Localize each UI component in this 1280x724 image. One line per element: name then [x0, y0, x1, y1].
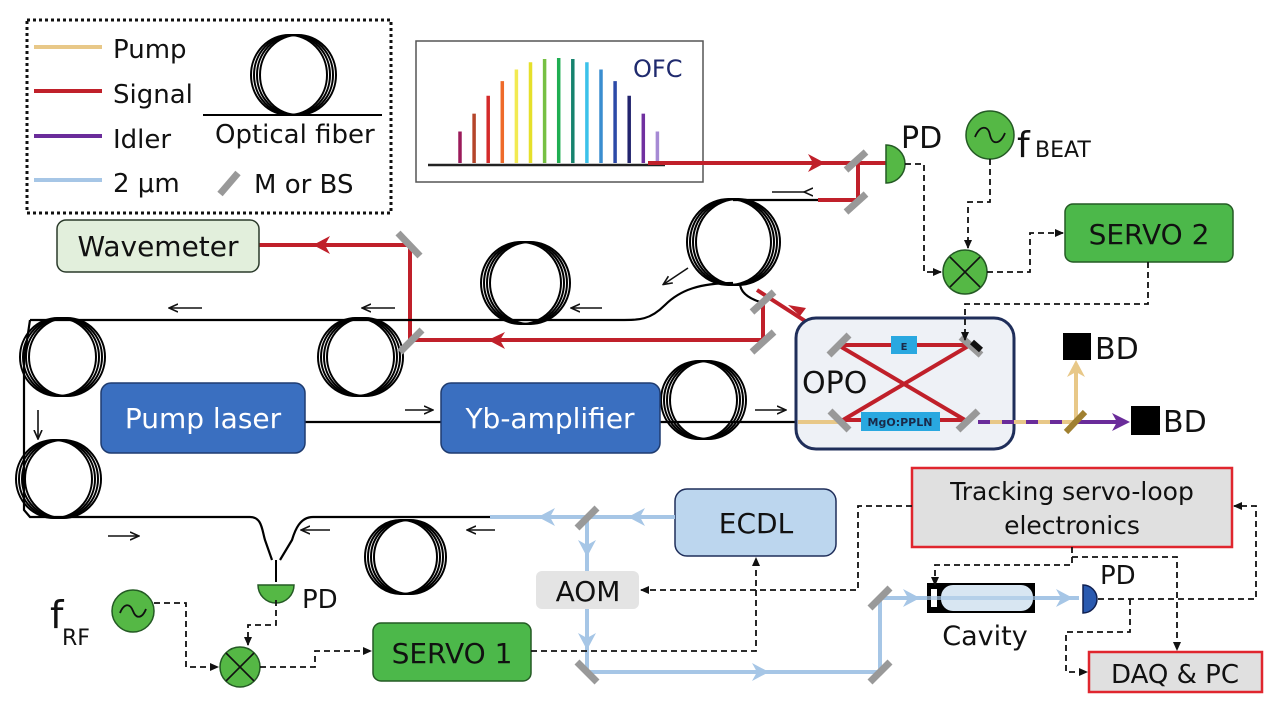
dichroic-mirror: [1063, 409, 1088, 435]
opo-mirror-br: [955, 408, 981, 433]
f-rf-symbol: f: [50, 593, 65, 637]
f-beat-symbol: f: [1017, 125, 1031, 166]
pd-beat-label: PD: [901, 121, 942, 156]
legend-signal-label: Signal: [113, 80, 193, 110]
crystal-block[interactable]: [861, 412, 940, 431]
beam-dump-right-label: BD: [1163, 405, 1207, 440]
servo1-label: SERVO 1: [392, 637, 513, 670]
pd-rf-label: PD: [302, 585, 338, 615]
legend-frame: [25, 18, 393, 215]
servo2-block[interactable]: SERVO 2: [1064, 203, 1234, 263]
beam-dump-right: [1131, 406, 1160, 435]
mirror-wavemeter: [395, 230, 423, 259]
fiber-coil: [660, 360, 747, 440]
cavity-label: Cavity: [942, 621, 1027, 652]
yb-amplifier-block[interactable]: Yb-amplifier: [440, 382, 661, 454]
servo2-label: SERVO 2: [1089, 218, 1210, 251]
piezo-mirror: [970, 339, 983, 353]
f-rf-subscript: RF: [62, 626, 90, 651]
ofc-spectrum-panel: OFC: [415, 40, 704, 183]
opo-label: OPO: [802, 366, 867, 401]
fiber-coil: [15, 439, 102, 519]
mirrors: [395, 149, 869, 355]
opo-output-beams: BD BD: [978, 332, 1207, 440]
ofc-label: OFC: [633, 55, 682, 83]
f-beat-subscript: BEAT: [1035, 138, 1091, 163]
wavemeter-block[interactable]: Wavemeter: [56, 219, 260, 273]
opo-module: E MgO:PPLN OPO: [794, 316, 1016, 451]
tracking-label-line1: Tracking servo-loop: [949, 477, 1194, 506]
mirror-opo-out-2: [749, 329, 777, 355]
fiber-coil: [317, 317, 404, 397]
cavity[interactable]: Cavity: [927, 583, 1035, 652]
legend-pump-label: Pump: [113, 35, 187, 65]
sine-wave-icon: [119, 604, 147, 618]
yb-amplifier-label: Yb-amplifier: [464, 402, 635, 435]
mirror-opo-out-1: [749, 289, 777, 315]
beam-splitter-pd: [843, 149, 869, 173]
mirror-icon: [217, 170, 241, 197]
fiber-direction-arrows: [38, 192, 805, 536]
pd-cavity-label: PD: [1100, 561, 1136, 591]
tracking-label-line2: electronics: [1004, 511, 1140, 540]
beam-dump-upper-label: BD: [1095, 332, 1139, 367]
fiber-coil: [19, 317, 106, 397]
daq-pc-label: DAQ & PC: [1111, 660, 1239, 690]
mirror-wavemeter-lower: [397, 327, 425, 355]
pump-laser-label: Pump laser: [125, 402, 282, 435]
legend-mirror-label: M or BS: [254, 170, 353, 200]
fiber-paths: [22, 198, 818, 582]
eom-label: E: [901, 342, 908, 353]
opo-mirror-bl: [827, 408, 852, 433]
pd-beat: PD: [885, 121, 942, 184]
fiber-coil-icon: [203, 34, 382, 116]
tracking-electronics-block[interactable]: Tracking servo-loop electronics: [910, 466, 1234, 549]
aom-block[interactable]: AOM: [536, 571, 639, 609]
sine-wave-icon: [974, 126, 1006, 144]
pd-rf: PD: [257, 584, 338, 615]
crystal-label: MgO:PPLN: [868, 416, 933, 429]
aom-label: AOM: [556, 575, 621, 608]
fiber-coil: [364, 519, 447, 595]
fiber-coil: [686, 198, 781, 286]
electrical-signals: [154, 159, 1257, 676]
mirror-fiber-signal: [843, 191, 869, 215]
legend-idler-label: Idler: [113, 125, 171, 155]
pd-cavity: PD: [1082, 561, 1136, 614]
ecdl-label: ECDL: [719, 507, 794, 540]
mixer-rf: [219, 646, 261, 688]
fiber-coils: [15, 198, 781, 595]
wavemeter-label: Wavemeter: [77, 230, 239, 263]
daq-pc-block[interactable]: DAQ & PC: [1087, 650, 1264, 694]
eom-block[interactable]: [891, 336, 917, 354]
legend: Pump Signal Idler 2 μm Optical fiber M o…: [25, 18, 393, 215]
pump-laser-block[interactable]: Pump laser: [100, 382, 306, 454]
legend-2um-label: 2 μm: [113, 169, 180, 199]
comb-teeth: [458, 58, 660, 163]
opo-mirror-tl: [826, 332, 852, 358]
servo1-block[interactable]: SERVO 1: [372, 622, 532, 682]
ecdl-block[interactable]: ECDL: [674, 488, 837, 557]
rf-oscillator: f RF: [50, 589, 155, 651]
fiber-coil: [480, 241, 571, 325]
mixer-beat: [942, 249, 988, 295]
legend-fiber-label: Optical fiber: [215, 120, 375, 150]
beam-dump-upper: [1063, 333, 1091, 360]
beat-oscillator: f BEAT: [965, 110, 1091, 166]
